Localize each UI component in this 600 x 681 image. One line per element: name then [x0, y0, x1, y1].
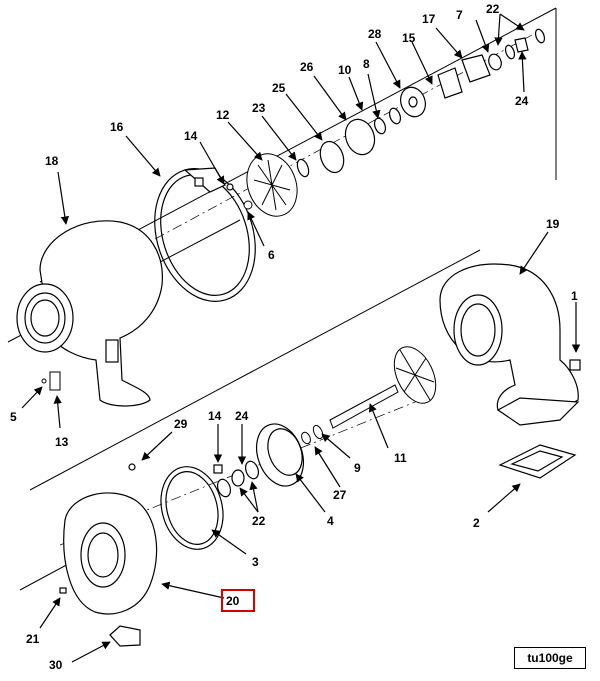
lower-compressor-housing	[63, 492, 158, 615]
upper-small-parts	[194, 28, 546, 191]
callout-23: 23	[252, 101, 266, 115]
callout-25: 25	[272, 81, 286, 95]
callout-7: 7	[456, 8, 463, 22]
callout-13: 13	[55, 435, 69, 449]
callout-8: 8	[363, 57, 370, 71]
leader-arrows	[21, 13, 581, 663]
callout-6: 6	[268, 248, 275, 262]
callout-18: 18	[45, 154, 59, 168]
left-small-parts	[41, 371, 61, 391]
turbine-shaft-wheel	[301, 346, 437, 445]
callout-28: 28	[368, 27, 382, 41]
callout-2: 2	[473, 516, 480, 530]
lower-small-parts	[59, 460, 260, 647]
callout-17: 17	[422, 12, 436, 26]
callout-5: 5	[10, 410, 17, 424]
figure-reference-code: tu100ge	[527, 651, 573, 665]
turbine-gasket	[498, 444, 577, 479]
v-band-clamp-small	[160, 466, 224, 550]
callout-14-lower: 14	[208, 409, 222, 423]
part-callout-numbers: 1 2 3 4 5 6 7 8 9 10 11 12 13 14 14 15 1…	[10, 2, 578, 672]
callout-30: 30	[49, 658, 63, 672]
callout-3: 3	[252, 555, 259, 569]
callout-10: 10	[338, 63, 352, 77]
callout-16: 16	[110, 120, 124, 134]
callout-14-upper: 14	[184, 129, 198, 143]
figure-reference-box: tu100ge	[514, 647, 586, 669]
callout-4: 4	[327, 514, 334, 528]
compressor-wheel	[243, 153, 298, 217]
callout-15: 15	[402, 31, 416, 45]
compressor-housing	[16, 220, 163, 407]
callout-20: 20	[226, 594, 240, 608]
backplate	[256, 423, 304, 487]
callout-21: 21	[26, 632, 40, 646]
callout-27: 27	[333, 488, 347, 502]
callout-12: 12	[216, 108, 230, 122]
callout-24-lower: 24	[235, 409, 249, 423]
callout-22-upper: 22	[486, 2, 500, 16]
highlight-box-part-20	[221, 589, 255, 612]
callout-29: 29	[174, 417, 188, 431]
callout-11: 11	[394, 451, 407, 465]
callout-1: 1	[571, 289, 578, 303]
callout-26: 26	[300, 60, 314, 74]
turbine-housing	[439, 263, 581, 426]
callout-22-lower: 22	[252, 514, 266, 528]
callout-19: 19	[546, 217, 560, 231]
callout-24-upper: 24	[515, 94, 529, 108]
callout-9: 9	[354, 461, 361, 475]
